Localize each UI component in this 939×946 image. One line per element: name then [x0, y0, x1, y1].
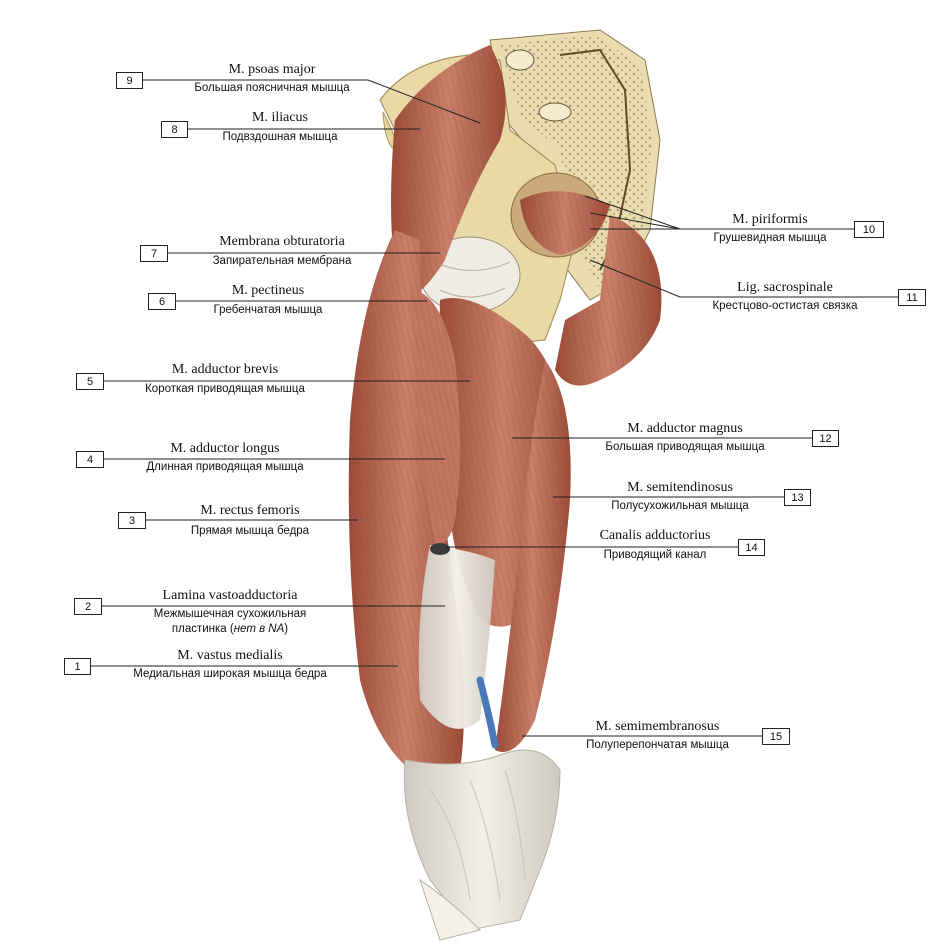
label-russian-2: Межмышечная сухожильная: [153, 608, 307, 620]
label-number-6: 6: [148, 293, 176, 310]
label-latin-1: M. vastus medialis: [177, 648, 283, 663]
label-latin-8: M. iliacus: [252, 110, 308, 125]
label-latin-9: M. psoas major: [228, 62, 316, 77]
label-latin-12: M. adductor magnus: [627, 421, 743, 436]
label-russian-9: Большая поясничная мышца: [194, 82, 350, 94]
label-latin-14: Canalis adductorius: [599, 528, 711, 543]
label-latin-2: Lamina vastoadductoria: [162, 588, 298, 603]
label-number-10: 10: [854, 221, 884, 238]
label-latin-5: M. adductor brevis: [171, 362, 279, 377]
label-russian-1: Медиальная широкая мышца бедра: [133, 668, 327, 680]
leader-lines: [91, 79, 898, 737]
tendinous-sheet: [418, 543, 495, 729]
femoral-vessel: [476, 676, 499, 749]
label-number-1: 1: [64, 658, 91, 675]
knee-tendons: [403, 749, 561, 941]
label-latin-13: M. semitendinosus: [627, 480, 733, 495]
label-russian-5: Короткая приводящая мышца: [145, 383, 305, 395]
label-latin-3: M. rectus femoris: [200, 503, 300, 518]
label-latin-11: Lig. sacrospinale: [737, 280, 833, 295]
label-number-8: 8: [161, 121, 188, 138]
label-russian-14: Приводящий канал: [603, 549, 707, 561]
label-latin-6: M. pectineus: [231, 283, 305, 298]
label-russian-4: Длинная приводящая мышца: [146, 461, 304, 473]
piriformis-muscle: [520, 191, 610, 255]
iliopsoas-muscle: [391, 45, 506, 300]
label-russian-3: Прямая мышца бедра: [190, 525, 310, 537]
label-number-12: 12: [812, 430, 839, 447]
label-number-2: 2: [74, 598, 102, 615]
gluteal-muscle: [555, 215, 662, 386]
label-number-9: 9: [116, 72, 143, 89]
hamstring-muscles: [495, 360, 571, 752]
label-number-13: 13: [784, 489, 811, 506]
label-russian-7: Запирательная мембрана: [212, 255, 352, 267]
label-russian-13: Полусухожильная мышца: [611, 500, 749, 512]
label-russian-12: Большая приводящая мышца: [605, 441, 765, 453]
label-russian-15: Полуперепончатая мышца: [586, 739, 729, 751]
label-number-15: 15: [762, 728, 790, 745]
label-russian-6: Гребенчатая мышца: [213, 304, 323, 316]
label-number-11: 11: [898, 289, 926, 306]
label-russian-10: Грушевидная мышца: [713, 232, 827, 244]
label-number-4: 4: [76, 451, 104, 468]
label-number-5: 5: [76, 373, 104, 390]
label-number-3: 3: [118, 512, 146, 529]
label-latin-10: M. piriformis: [732, 212, 808, 227]
label-number-7: 7: [140, 245, 168, 262]
label-latin-7: Membrana obturatoria: [219, 234, 345, 249]
label-number-14: 14: [738, 539, 765, 556]
label-russian-8: Подвздошная мышца: [222, 131, 338, 143]
label-russian-2-line2: пластинка (нет в NA): [171, 623, 289, 635]
label-latin-15: M. semimembranosus: [595, 719, 720, 734]
label-russian-11: Крестцово-остистая связка: [712, 300, 858, 312]
label-latin-4: M. adductor longus: [170, 441, 280, 456]
